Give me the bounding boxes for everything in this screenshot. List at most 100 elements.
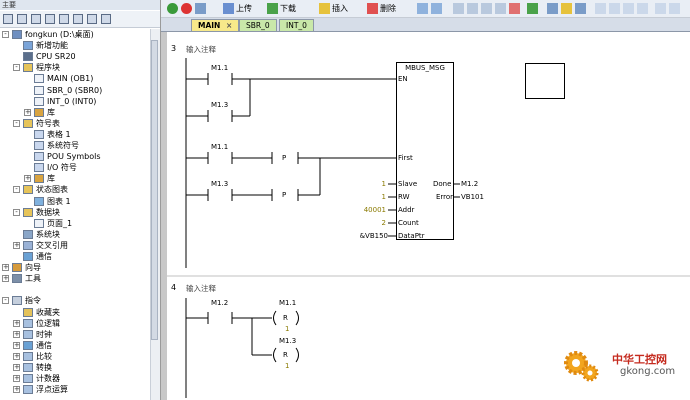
- upload-button[interactable]: 上传: [236, 4, 252, 13]
- upload-icon[interactable]: [223, 3, 234, 14]
- tree-item[interactable]: CPU SR20: [0, 51, 150, 62]
- tab-main[interactable]: MAIN ×: [191, 19, 240, 31]
- tree-item[interactable]: SBR_0 (SBR0): [0, 85, 150, 96]
- view-icon[interactable]: [73, 14, 83, 24]
- tree-item[interactable]: 收藏夹: [0, 307, 150, 318]
- download-button[interactable]: 下载: [280, 4, 296, 13]
- coil-count[interactable]: 1: [285, 362, 290, 370]
- view-icon[interactable]: [45, 14, 55, 24]
- network-icon[interactable]: [453, 3, 464, 14]
- tree-item[interactable]: +转换: [0, 362, 150, 373]
- contact-icon[interactable]: [595, 3, 606, 14]
- tree-item[interactable]: -符号表: [0, 118, 150, 129]
- delete-icon[interactable]: [509, 3, 520, 14]
- expand-icon[interactable]: +: [13, 351, 20, 360]
- function-block[interactable]: [396, 62, 454, 240]
- line-icon[interactable]: [623, 3, 634, 14]
- tree-item[interactable]: +库: [0, 173, 150, 184]
- delete-icon[interactable]: [367, 3, 378, 14]
- tab-sbr0[interactable]: SBR_0: [239, 19, 277, 31]
- collapse-icon[interactable]: -: [13, 208, 20, 216]
- view-icon[interactable]: [417, 3, 428, 14]
- contact[interactable]: [186, 189, 233, 201]
- reset-coil[interactable]: [273, 310, 299, 326]
- bookmark-icon[interactable]: [547, 3, 558, 14]
- insert-button[interactable]: 插入: [332, 4, 348, 13]
- network-comment[interactable]: 输入注释: [186, 45, 216, 54]
- tab-int0[interactable]: INT_0: [279, 19, 314, 31]
- view-icon[interactable]: [31, 14, 41, 24]
- expand-icon[interactable]: +: [24, 107, 31, 116]
- collapse-icon[interactable]: -: [2, 297, 9, 305]
- monitor-icon[interactable]: [527, 3, 538, 14]
- tree-item[interactable]: +浮点运算: [0, 384, 150, 395]
- tree-item[interactable]: 图表 1: [0, 196, 150, 207]
- tree-item[interactable]: 表格 1: [0, 129, 150, 140]
- expand-icon[interactable]: +: [2, 263, 9, 272]
- view-icon[interactable]: [3, 14, 13, 24]
- view-icon[interactable]: [101, 14, 111, 24]
- tree-item[interactable]: -fongkun (D:\桌面): [0, 29, 150, 40]
- input-value[interactable]: 40001: [363, 206, 386, 214]
- tree-scrollbar-thumb[interactable]: [151, 40, 158, 340]
- input-value[interactable]: 1: [381, 193, 386, 201]
- tree-item[interactable]: +向导: [0, 262, 150, 273]
- tree-item[interactable]: 页面_1: [0, 218, 150, 229]
- contact[interactable]: [186, 73, 233, 85]
- tree-item[interactable]: -状态图表: [0, 184, 150, 195]
- expand-icon[interactable]: +: [13, 240, 20, 249]
- expand-icon[interactable]: +: [2, 274, 9, 283]
- tree-item[interactable]: INT_0 (INT0): [0, 96, 150, 107]
- tree-item[interactable]: I/O 符号: [0, 162, 150, 173]
- tree-item[interactable]: +比较: [0, 351, 150, 362]
- expand-icon[interactable]: +: [13, 329, 20, 338]
- tree-item[interactable]: POU Symbols: [0, 151, 150, 162]
- download-icon[interactable]: [267, 3, 278, 14]
- tree-item[interactable]: +交叉引用: [0, 240, 150, 251]
- branch-icon[interactable]: [609, 3, 620, 14]
- input-value[interactable]: 2: [381, 219, 386, 227]
- lock-icon[interactable]: [561, 3, 572, 14]
- network-icon[interactable]: [467, 3, 478, 14]
- expand-icon[interactable]: +: [13, 363, 20, 371]
- collapse-icon[interactable]: -: [13, 119, 20, 127]
- contact[interactable]: [186, 312, 233, 324]
- tree-item[interactable]: 系统符号: [0, 140, 150, 151]
- tree-item[interactable]: 新增功能: [0, 40, 150, 51]
- tree-item[interactable]: +时钟: [0, 329, 150, 340]
- expand-icon[interactable]: +: [13, 374, 20, 383]
- tree-item[interactable]: 系统块: [0, 229, 150, 240]
- input-value[interactable]: &VB150: [359, 232, 388, 240]
- expand-icon[interactable]: +: [13, 340, 20, 349]
- view-icon[interactable]: [87, 14, 97, 24]
- collapse-icon[interactable]: -: [13, 186, 20, 194]
- run-icon[interactable]: [167, 3, 178, 14]
- tree-item[interactable]: MAIN (OB1): [0, 73, 150, 84]
- coil-icon[interactable]: [669, 3, 680, 14]
- view-icon[interactable]: [431, 3, 442, 14]
- tree-item[interactable]: +工具: [0, 273, 150, 284]
- compile-icon[interactable]: [195, 3, 206, 14]
- tree-item[interactable]: -程序块: [0, 62, 150, 73]
- contact-icon[interactable]: [655, 3, 666, 14]
- contact[interactable]: [186, 110, 233, 122]
- contact[interactable]: [186, 152, 233, 164]
- stop-icon[interactable]: [181, 3, 192, 14]
- output-value[interactable]: VB101: [461, 193, 484, 201]
- expand-icon[interactable]: +: [13, 318, 20, 327]
- expand-icon[interactable]: +: [13, 385, 20, 394]
- output-value[interactable]: M1.2: [461, 180, 479, 188]
- insert-icon[interactable]: [319, 3, 330, 14]
- tree-item[interactable]: -指令: [0, 295, 150, 306]
- tree-item[interactable]: +位逻辑: [0, 318, 150, 329]
- view-icon[interactable]: [59, 14, 69, 24]
- collapse-icon[interactable]: -: [13, 64, 20, 72]
- coil-count[interactable]: 1: [285, 325, 290, 333]
- tree-item[interactable]: +通信: [0, 340, 150, 351]
- tree-item[interactable]: +计数器: [0, 373, 150, 384]
- symbol-icon[interactable]: [575, 3, 586, 14]
- view-icon[interactable]: [17, 14, 27, 24]
- input-value[interactable]: 1: [381, 180, 386, 188]
- network-comment[interactable]: 输入注释: [186, 284, 216, 293]
- tree-item[interactable]: -数据块: [0, 207, 150, 218]
